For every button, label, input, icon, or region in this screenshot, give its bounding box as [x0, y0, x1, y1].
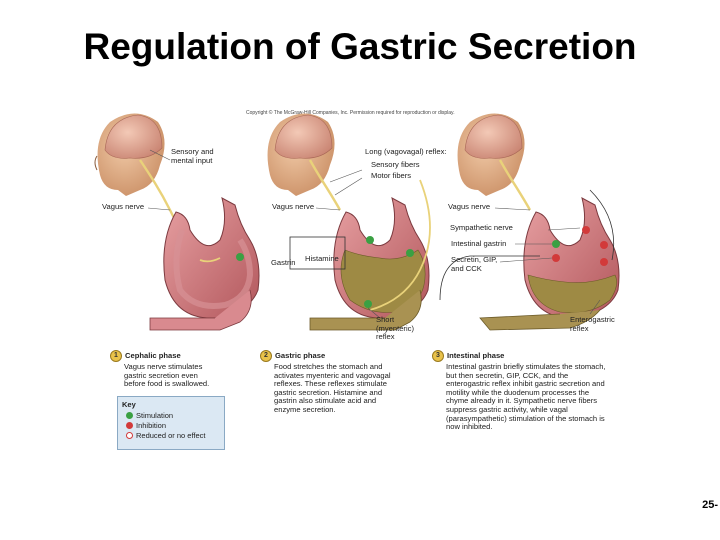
- page-number: 25-: [702, 499, 718, 511]
- intestinal-gastrin-label: Intestinal gastrin: [451, 239, 507, 248]
- phase-number-badge: 3: [432, 350, 444, 362]
- phase-title: Intestinal phase: [447, 350, 505, 360]
- phase-text: Intestinal gastrin briefly stimulates th…: [446, 362, 606, 432]
- copyright-notice: Copyright © The McGraw-Hill Companies, I…: [246, 110, 455, 116]
- short-reflex-label: Short (myenteric) reflex: [376, 315, 414, 341]
- phase-title: Cephalic phase: [125, 350, 181, 360]
- secretin-gip-cck-label: Secretin, GIP, and CCK: [451, 255, 498, 273]
- enterogastric-reflex-label: Enterogastric reflex: [570, 315, 615, 333]
- histamine-label: Histamine: [305, 254, 339, 263]
- sympathetic-nerve-label: Sympathetic nerve: [450, 223, 513, 232]
- slide-title: Regulation of Gastric Secretion: [83, 26, 637, 67]
- gastrin-label: Gastrin: [271, 258, 296, 267]
- long-reflex-label: Long (vagovagal) reflex:: [365, 147, 447, 156]
- gastric-panel: [267, 113, 431, 331]
- key-item-stimulation: Stimulation: [126, 411, 224, 420]
- intestinal-panel: [439, 113, 620, 331]
- sensory-fibers-label: Sensory fibers: [371, 160, 420, 169]
- key-title: Key: [122, 400, 136, 409]
- key-item-inhibition: Inhibition: [126, 421, 224, 430]
- inhibition-icon: [126, 422, 133, 429]
- phase-number-badge: 2: [260, 350, 272, 362]
- reduced-effect-icon: [126, 432, 133, 439]
- cephalic-panel: [94, 113, 260, 331]
- vagus-nerve-label-3: Vagus nerve: [448, 202, 491, 211]
- vagus-nerve-label-1: Vagus nerve: [102, 202, 145, 211]
- key-label: Stimulation: [136, 411, 174, 420]
- key-label: Inhibition: [136, 421, 167, 430]
- phase-text: Food stretches the stomach and activates…: [274, 362, 391, 414]
- phase-title: Gastric phase: [275, 350, 326, 360]
- vagus-nerve-label-2: Vagus nerve: [272, 202, 315, 211]
- motor-fibers-label: Motor fibers: [371, 171, 412, 180]
- legend-key: Key Stimulation Inhibition Reduced or no…: [117, 396, 225, 450]
- stimulation-icon: [126, 412, 133, 419]
- sensory-input-label: Sensory and mental input: [171, 147, 214, 165]
- key-item-reduced: Reduced or no effect: [126, 431, 224, 440]
- key-label: Reduced or no effect: [136, 431, 206, 440]
- phase-text: Vagus nerve stimulates gastric secretion…: [124, 362, 210, 389]
- label-leader-lines: [147, 149, 601, 319]
- phase-number-badge: 1: [110, 350, 122, 362]
